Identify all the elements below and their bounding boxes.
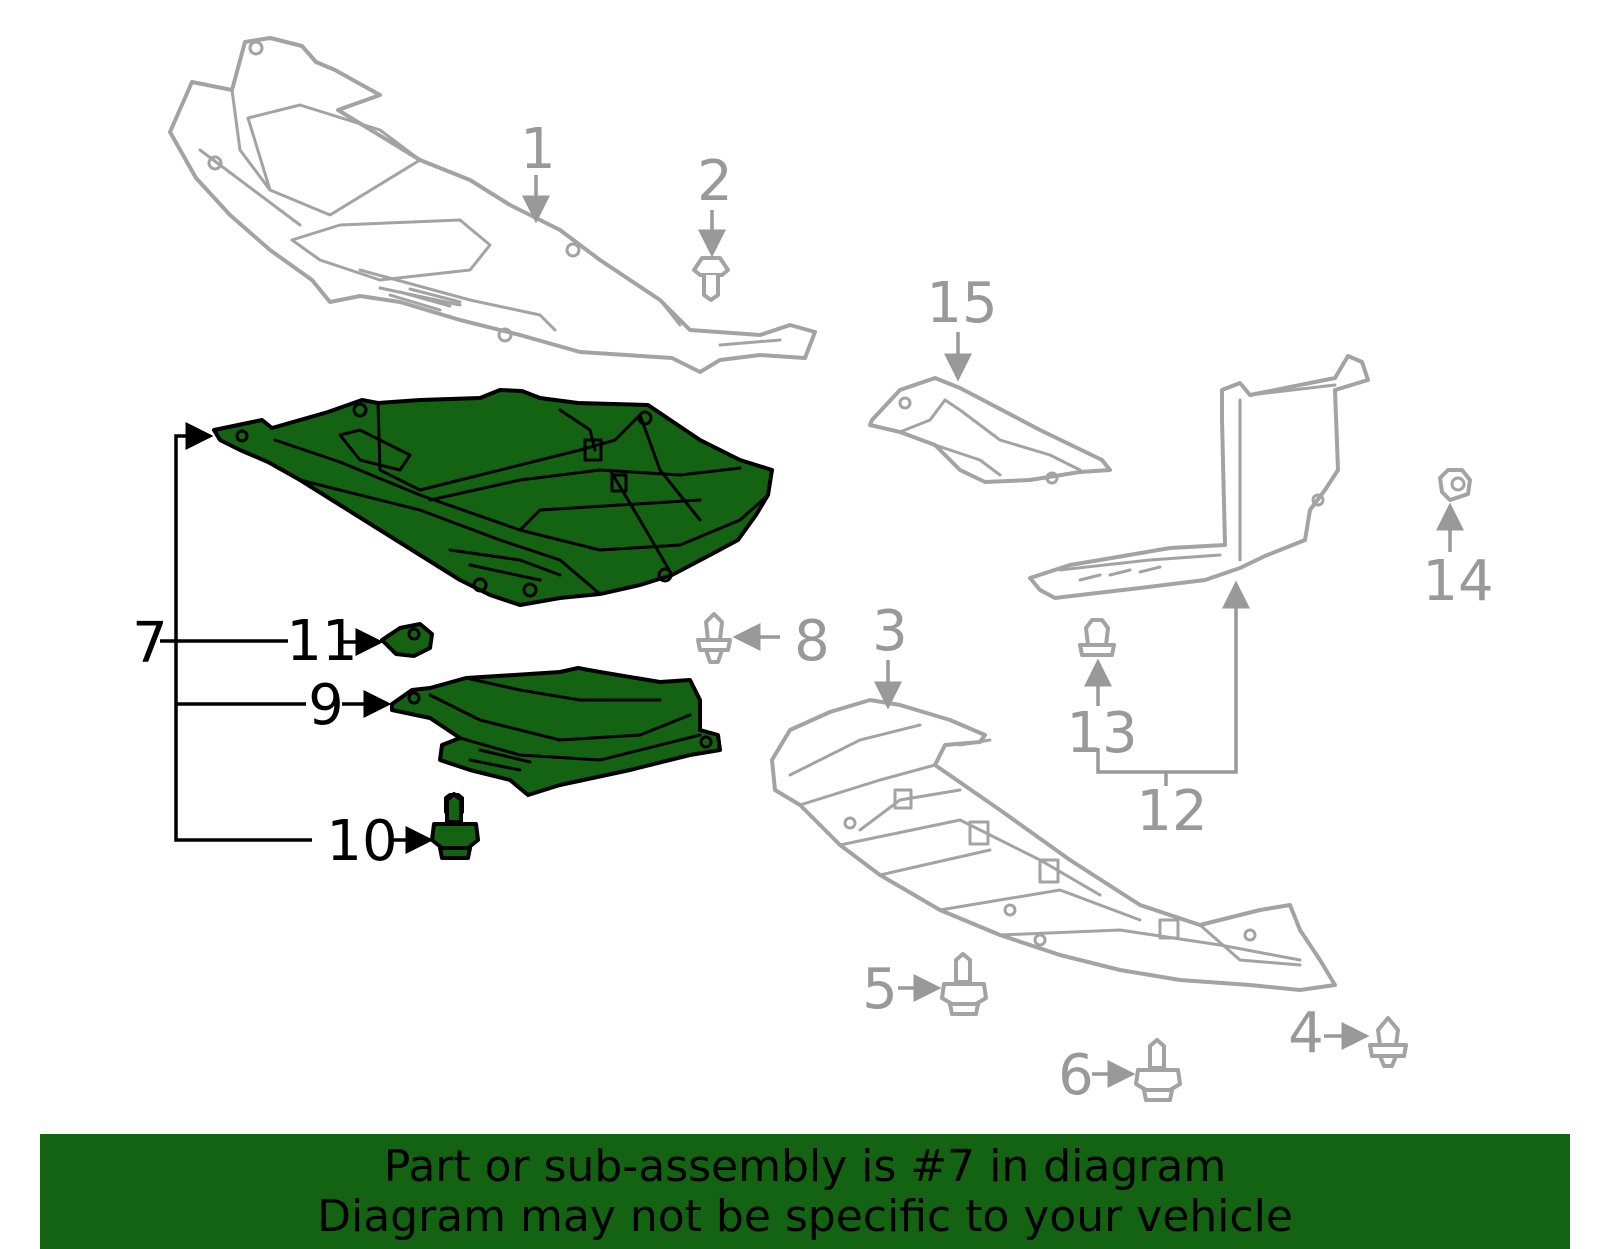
callout-6: 6 (1058, 1043, 1094, 1108)
callout-5: 5 (862, 957, 898, 1022)
callout-3: 3 (872, 599, 908, 664)
part-9-small-cover (390, 666, 722, 797)
part-5-bolt (940, 952, 988, 1016)
part-15-bracket (868, 376, 1112, 485)
banner-line-part-number: Part or sub-assembly is #7 in diagram (383, 1140, 1227, 1192)
part-1-upper-cover (168, 36, 817, 374)
info-banner: Part or sub-assembly is #7 in diagram Di… (40, 1134, 1570, 1249)
callout-14: 14 (1422, 549, 1493, 614)
parts-diagram: 1 2 15 14 3 8 13 12 5 6 4 7 11 9 10 (132, 36, 1494, 1108)
banner-line-disclaimer: Diagram may not be specific to your vehi… (317, 1190, 1293, 1242)
callout-8: 8 (794, 609, 830, 674)
callout-2: 2 (697, 149, 733, 214)
callout-9: 9 (308, 673, 344, 738)
callout-7: 7 (132, 611, 168, 676)
part-14-clip (1438, 468, 1472, 502)
callout-4: 4 (1288, 1001, 1324, 1066)
part-12-air-guide (1028, 354, 1370, 600)
part-8-push-clip (696, 612, 732, 664)
callout-11: 11 (286, 609, 357, 674)
leader-lines-gray (522, 175, 1464, 1088)
leader-lines-black (160, 422, 434, 854)
part-3-lower-cover (770, 698, 1337, 992)
callout-12: 12 (1136, 779, 1207, 844)
part-10-bolt (430, 792, 480, 860)
part-4-push-clip (1368, 1016, 1408, 1068)
part-13-clip (1078, 618, 1116, 657)
callout-13: 13 (1066, 701, 1137, 766)
part-11-clip-nut (380, 622, 434, 658)
part-7-under-cover (212, 388, 774, 607)
callout-10: 10 (326, 809, 397, 874)
callout-15: 15 (926, 271, 997, 336)
part-2-push-clip (692, 256, 730, 302)
part-6-bolt (1134, 1038, 1182, 1102)
callout-1: 1 (520, 117, 556, 182)
